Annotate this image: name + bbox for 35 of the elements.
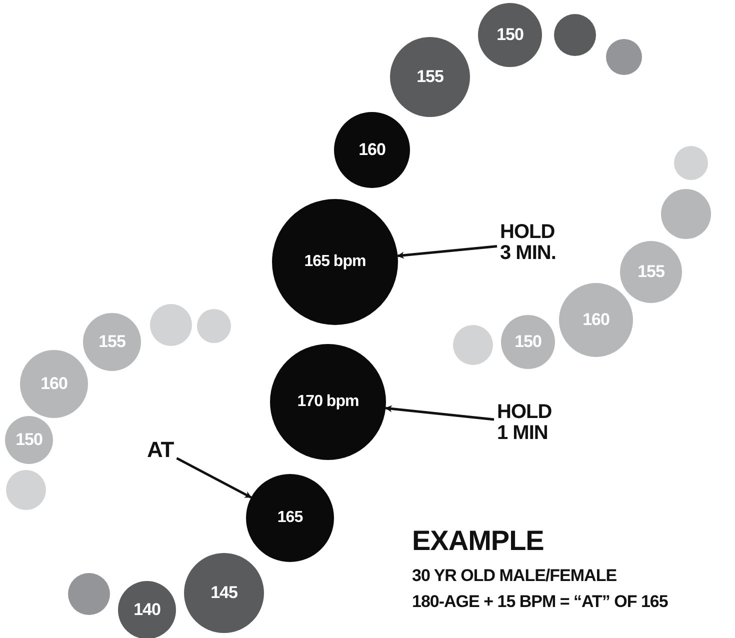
- heart-rate-circle: [5, 416, 53, 464]
- heart-rate-value: 160: [358, 140, 386, 160]
- heart-rate-value: 145: [210, 583, 238, 603]
- heart-rate-value: 150: [514, 332, 542, 352]
- dot: [606, 39, 642, 75]
- example-heading: EXAMPLE: [412, 525, 544, 557]
- dot: [674, 146, 708, 180]
- arrow: [176, 457, 252, 499]
- heart-rate-value: 150: [16, 430, 42, 450]
- dot: [554, 14, 596, 56]
- heart-rate-value: 155: [638, 262, 664, 282]
- heart-rate-circle: [501, 315, 555, 369]
- example-note: 180-AGE + 15 BPM = “AT” OF 165: [412, 592, 668, 612]
- heart-rate-circle: [620, 241, 682, 303]
- heart-rate-value: 160: [40, 374, 68, 394]
- example-note: 30 YR OLD MALE/FEMALE: [412, 566, 617, 586]
- heart-rate-value: 165 bpm: [304, 253, 366, 271]
- heart-rate-value: 155: [98, 332, 126, 352]
- dot: [453, 325, 493, 365]
- arrow: [384, 405, 494, 421]
- dot: [197, 309, 231, 343]
- heart-rate-value: 160: [582, 310, 610, 330]
- heart-rate-value: 155: [416, 67, 444, 87]
- dot: [6, 470, 46, 510]
- annotation-text: HOLD 3 MIN.: [500, 222, 560, 264]
- dot: [150, 304, 192, 346]
- heart-rate-value: 150: [496, 25, 524, 45]
- dot: [68, 573, 110, 615]
- annotation-text: HOLD 1 MIN: [497, 402, 557, 444]
- heart-rate-value: 140: [134, 600, 160, 620]
- annotation-text: AT: [147, 438, 174, 462]
- dot: [661, 189, 711, 239]
- heart-rate-value: 165: [277, 509, 303, 527]
- heart-rate-value: 170 bpm: [297, 393, 359, 411]
- arrow: [397, 244, 498, 259]
